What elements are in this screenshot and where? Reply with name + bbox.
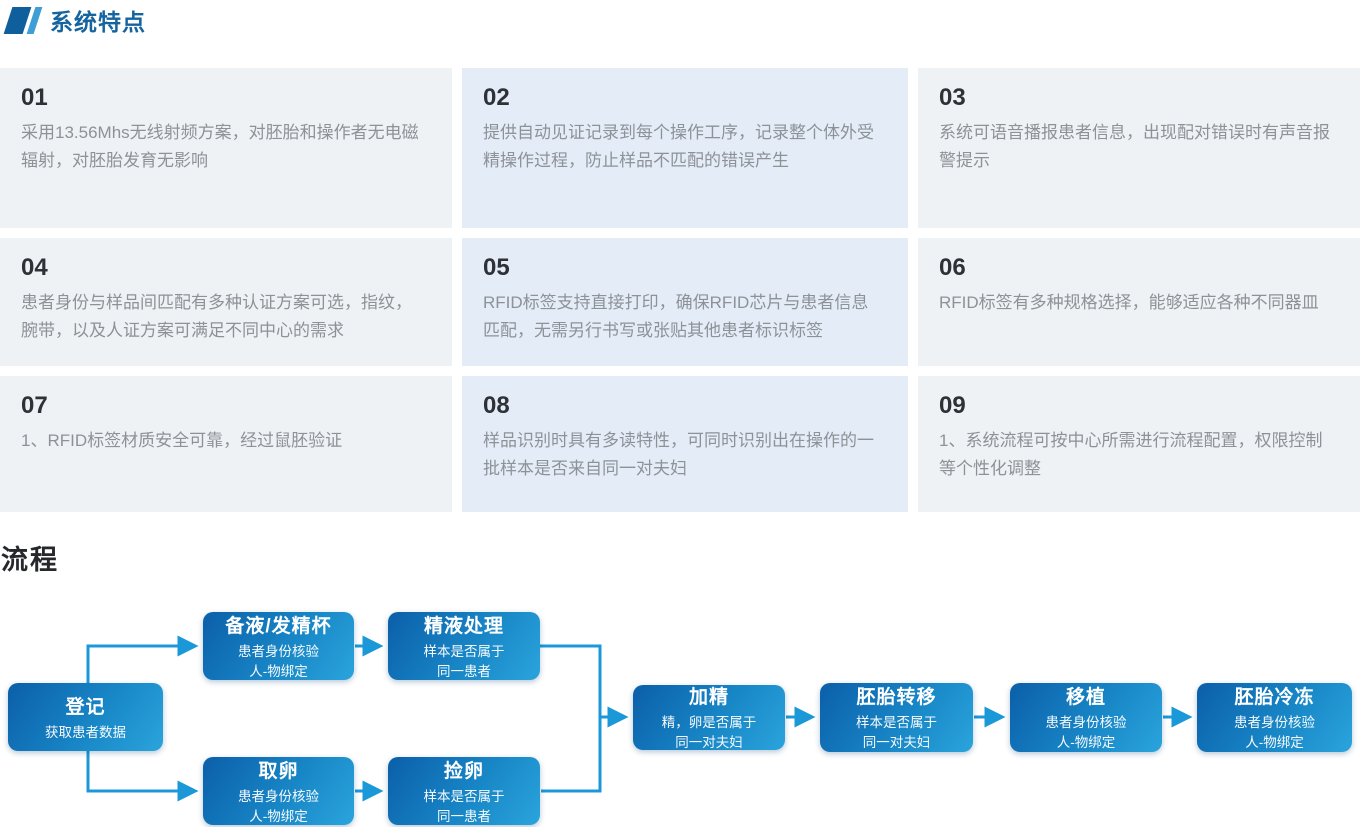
- feature-number: 03: [939, 84, 966, 111]
- feature-card-09: 09 1、系统流程可按中心所需进行流程配置，权限控制等个性化调整: [918, 376, 1360, 512]
- feature-text: 样品识别时具有多读特性，可同时识别出在操作的一批样本是否来自同一对夫妇: [483, 431, 874, 478]
- feature-card-04: 04 患者身份与样品间匹配有多种认证方案可选，指纹，腕带，以及人证方案可满足不同…: [0, 238, 452, 366]
- feature-card-08: 08 样品识别时具有多读特性，可同时识别出在操作的一批样本是否来自同一对夫妇: [462, 376, 908, 512]
- feature-number: 02: [483, 84, 510, 111]
- feature-text: 1、系统流程可按中心所需进行流程配置，权限控制等个性化调整: [939, 431, 1323, 478]
- flow-node-title: 胚胎冷冻: [1234, 687, 1315, 709]
- feature-text: 采用13.56Mhs无线射频方案，对胚胎和操作者无电磁辐射，对胚胎发育无影响: [21, 123, 419, 170]
- flow-node-semen-processing: 精液处理 样本是否属于同一患者: [388, 612, 540, 680]
- flow-node-subtitle: 样本是否属于同一患者: [423, 788, 505, 824]
- flow-node-subtitle: 获取患者数据: [45, 724, 126, 740]
- flow-node-subtitle: 患者身份核验人-物绑定: [238, 788, 319, 824]
- flow-node-title: 捡卵: [443, 760, 484, 782]
- feature-text: 1、RFID标签材质安全可靠，经过鼠胚验证: [21, 431, 343, 450]
- flow-node-subtitle: 患者身份核验人-物绑定: [1234, 715, 1315, 750]
- feature-number: 05: [483, 254, 510, 281]
- feature-number: 09: [939, 392, 966, 419]
- flow-node-title: 移植: [1065, 687, 1106, 709]
- feature-number: 01: [21, 84, 48, 111]
- flow-node-subtitle: 患者身份核验人-物绑定: [238, 643, 319, 679]
- section-title: 系统特点: [50, 9, 146, 35]
- flow-node-title: 取卵: [258, 760, 299, 782]
- feature-number: 07: [21, 392, 48, 419]
- flow-node-subtitle: 患者身份核验人-物绑定: [1045, 715, 1127, 750]
- flow-node-subtitle: 样本是否属于同一患者: [423, 643, 505, 679]
- feature-card-07: 07 1、RFID标签材质安全可靠，经过鼠胚验证: [0, 376, 452, 512]
- feature-number: 08: [483, 392, 510, 419]
- feature-grid: 01 采用13.56Mhs无线射频方案，对胚胎和操作者无电磁辐射，对胚胎发育无影…: [0, 68, 1360, 512]
- flow-node-egg-pickup: 捡卵 样本是否属于同一患者: [388, 757, 540, 825]
- feature-text: RFID标签支持直接打印，确保RFID芯片与患者信息匹配，无需另行书写或张贴其他…: [483, 293, 869, 340]
- flow-node-embryo-transfer: 胚胎转移 样本是否属于同一对夫妇: [820, 683, 973, 752]
- feature-number: 04: [21, 254, 48, 281]
- flow-node-title: 备液/发精杯: [225, 615, 332, 637]
- flow-node-subtitle: 精，卵是否属于同一对夫妇: [661, 715, 757, 750]
- flow-section-title: 流程: [1, 545, 59, 575]
- flow-node-title: 胚胎转移: [856, 687, 937, 709]
- feature-text: RFID标签有多种规格选择，能够适应各种不同器皿: [939, 293, 1319, 312]
- slanted-bars-icon: [3, 6, 43, 34]
- feature-card-03: 03 系统可语音播报患者信息，出现配对错误时有声音报警提示: [918, 68, 1360, 228]
- flow-node-title: 加精: [688, 687, 729, 709]
- flow-node-insemination: 加精 精，卵是否属于同一对夫妇: [633, 685, 785, 750]
- feature-card-06: 06 RFID标签有多种规格选择，能够适应各种不同器皿: [918, 238, 1360, 366]
- feature-card-02: 02 提供自动见证记录到每个操作工序，记录整个体外受精操作过程，防止样品不匹配的…: [462, 68, 908, 228]
- feature-card-01: 01 采用13.56Mhs无线射频方案，对胚胎和操作者无电磁辐射，对胚胎发育无影…: [0, 68, 452, 228]
- flow-node-register: 登记 获取患者数据: [8, 683, 163, 751]
- flow-node-embryo-freezing: 胚胎冷冻 患者身份核验人-物绑定: [1197, 683, 1352, 752]
- feature-text: 患者身份与样品间匹配有多种认证方案可选，指纹，腕带，以及人证方案可满足不同中心的…: [21, 293, 412, 340]
- feature-card-05: 05 RFID标签支持直接打印，确保RFID芯片与患者信息匹配，无需另行书写或张…: [462, 238, 908, 366]
- feature-text: 提供自动见证记录到每个操作工序，记录整个体外受精操作过程，防止样品不匹配的错误产…: [483, 123, 874, 170]
- flow-node-prepare-cup: 备液/发精杯 患者身份核验人-物绑定: [203, 612, 354, 680]
- section-header-features: 系统特点: [3, 5, 146, 35]
- flow-node-implantation: 移植 患者身份核验人-物绑定: [1010, 683, 1162, 752]
- feature-number: 06: [939, 254, 966, 281]
- flow-node-title: 登记: [65, 696, 106, 718]
- feature-text: 系统可语音播报患者信息，出现配对错误时有声音报警提示: [939, 123, 1330, 170]
- flow-node-egg-retrieval: 取卵 患者身份核验人-物绑定: [203, 757, 354, 825]
- flow-node-title: 精液处理: [423, 615, 504, 637]
- flow-node-subtitle: 样本是否属于同一对夫妇: [856, 715, 937, 750]
